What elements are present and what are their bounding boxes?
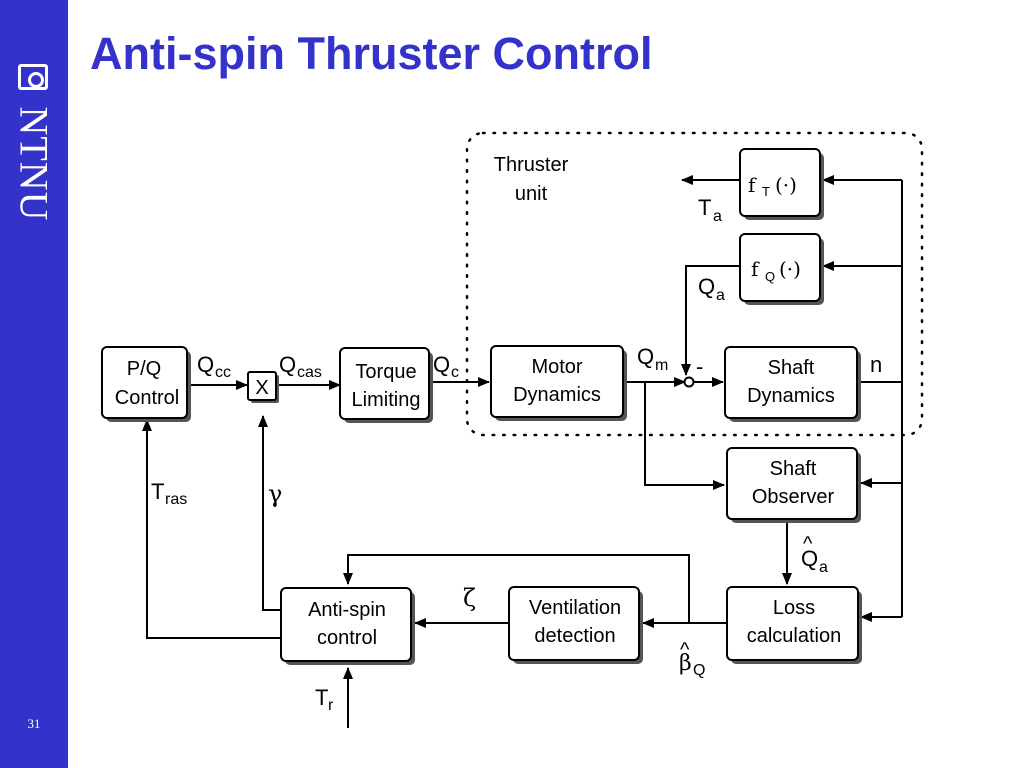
thruster-unit-label-1: Thruster: [494, 154, 569, 176]
motor-dynamics-label-1: Motor: [531, 356, 582, 378]
ta-sub: a: [713, 208, 722, 225]
fq-block: f Q (·): [739, 233, 824, 305]
loss-calculation-label-1: Loss: [773, 597, 815, 619]
shaft-observer-block: Shaft Observer: [726, 447, 861, 523]
motor-dynamics-label-2: Dynamics: [513, 384, 601, 406]
ventilation-detection-label-1: Ventilation: [529, 597, 621, 619]
torque-limiting-label-1: Torque: [355, 361, 416, 383]
anti-spin-control-block: Anti-spin control: [280, 587, 415, 665]
pq-control-label-1: P/Q: [127, 358, 161, 380]
ft-arg: (·): [775, 173, 797, 197]
thruster-unit-region: [465, 131, 924, 437]
shaft-observer-label-1: Shaft: [770, 458, 817, 480]
qm-label: Q: [637, 344, 654, 369]
summation-point: [683, 376, 695, 388]
slide-number: 31: [27, 716, 41, 731]
ft-sub: T: [762, 184, 770, 199]
anti-spin-control-label-1: Anti-spin: [308, 599, 386, 621]
ft-f: f: [748, 173, 757, 197]
signal-labels: Q cc Q cas Q c Q m - n T a Q a ^ Q a ^ β…: [151, 195, 882, 714]
connections: [142, 175, 903, 728]
ventilation-detection-label-2: detection: [534, 625, 615, 647]
fq-f: f: [751, 257, 760, 281]
qcc-label: Q: [197, 352, 214, 377]
ta-label: T: [698, 195, 711, 220]
pq-control-label-2: Control: [115, 387, 179, 409]
qa-hat-sub: a: [819, 559, 828, 576]
tras-sub: ras: [165, 491, 187, 508]
shaft-dynamics-label-2: Dynamics: [747, 385, 835, 407]
qc-sub: c: [451, 364, 459, 381]
wire-beta-to-antispin: [343, 554, 690, 623]
shaft-dynamics-block: Shaft Dynamics: [724, 346, 861, 422]
qcc-sub: cc: [215, 364, 231, 381]
slide-title: Anti-spin Thruster Control: [90, 28, 653, 79]
thruster-unit-label-2: unit: [515, 183, 548, 205]
loss-calculation-block: Loss calculation: [726, 586, 862, 664]
qa-hat-label: Q: [801, 546, 818, 571]
shaft-dynamics-label-1: Shaft: [768, 357, 815, 379]
beta-sub: Q: [693, 662, 705, 679]
shaft-observer-label-2: Observer: [752, 486, 835, 508]
tr-sub: r: [328, 697, 334, 714]
qm-sub: m: [655, 357, 668, 374]
fq-arg: (·): [779, 257, 801, 281]
zeta-label: ζ: [463, 584, 476, 612]
beta-hat-mark: ^: [680, 639, 690, 661]
anti-spin-control-label-2: control: [317, 627, 377, 649]
wire-antispin-to-pq: [142, 419, 281, 639]
torque-limiting-block: Torque Limiting: [339, 347, 433, 423]
motor-dynamics-block: Motor Dynamics: [490, 345, 627, 421]
torque-limiting-label-2: Limiting: [352, 389, 421, 411]
wire-qa-feedback: [681, 265, 740, 376]
qa-hat-mark: ^: [803, 533, 813, 555]
n-label: n: [870, 352, 882, 377]
qcas-label: Q: [279, 352, 296, 377]
ft-block: f T (·): [739, 148, 824, 220]
qa-label: Q: [698, 274, 715, 299]
tr-label: T: [315, 685, 328, 710]
tras-label: T: [151, 479, 164, 504]
qa-sub: a: [716, 287, 725, 304]
beta-label: β: [679, 651, 692, 676]
pq-control-block: P/Q Control: [101, 346, 191, 422]
gamma-label: γ: [268, 480, 282, 508]
wire-antispin-to-mult: [258, 415, 281, 611]
multiplier-label: X: [255, 377, 268, 399]
ntnu-logo-icon: [18, 64, 48, 90]
fq-sub: Q: [765, 269, 775, 284]
multiplier-block: X: [247, 371, 279, 403]
sidebar: NTNU 31: [0, 0, 68, 768]
qcas-sub: cas: [297, 364, 322, 381]
qc-label: Q: [433, 352, 450, 377]
minus-sign: -: [696, 354, 703, 379]
ventilation-detection-block: Ventilation detection: [508, 586, 643, 664]
wire-qm-to-observer: [644, 382, 725, 490]
loss-calculation-label-2: calculation: [747, 625, 842, 647]
